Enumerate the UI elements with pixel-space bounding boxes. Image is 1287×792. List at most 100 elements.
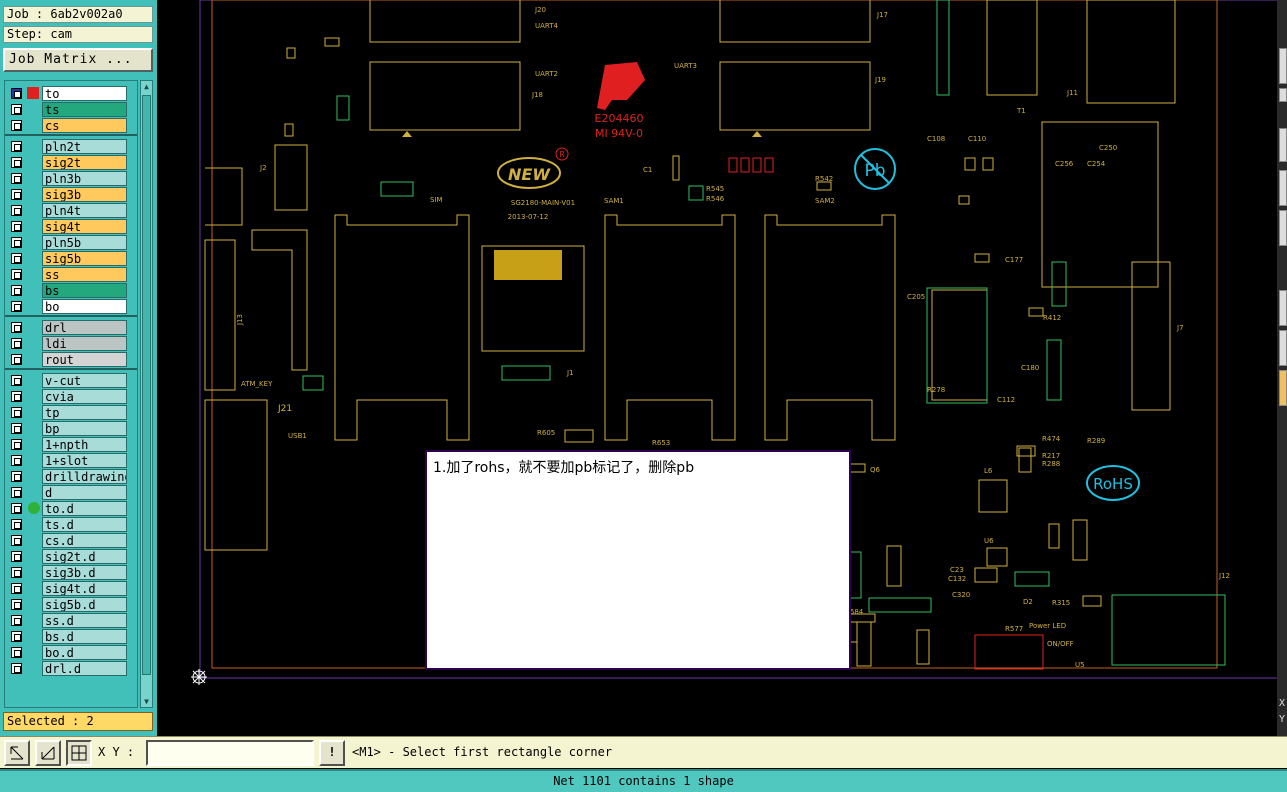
layer-list-scrollbar[interactable]: ▲ ▼ <box>140 80 153 708</box>
layer-toggle-checkbox[interactable] <box>11 423 22 434</box>
grid-tool-button[interactable] <box>66 740 92 766</box>
layer-toggle-checkbox[interactable] <box>11 471 22 482</box>
layer-row[interactable]: pln3b <box>5 170 137 186</box>
layer-label[interactable]: rout <box>42 352 127 367</box>
layer-row[interactable]: sig4t <box>5 218 137 234</box>
layer-toggle-checkbox[interactable] <box>11 487 22 498</box>
layer-toggle-checkbox[interactable] <box>11 285 22 296</box>
right-tool-button[interactable] <box>1279 290 1287 326</box>
right-tool-button[interactable] <box>1279 170 1287 206</box>
layer-toggle-checkbox[interactable] <box>11 455 22 466</box>
layer-row[interactable]: bs.d <box>5 628 137 644</box>
layer-row[interactable]: ts <box>5 101 137 117</box>
layer-label[interactable]: ss.d <box>42 613 127 628</box>
layer-toggle-checkbox[interactable] <box>11 237 22 248</box>
layer-row[interactable]: v-cut <box>5 372 137 388</box>
right-tool-button[interactable] <box>1279 48 1287 84</box>
layer-row[interactable]: bs <box>5 282 137 298</box>
layer-label[interactable]: bo <box>42 299 127 314</box>
layer-toggle-checkbox[interactable] <box>11 583 22 594</box>
layer-toggle-checkbox[interactable] <box>11 104 22 115</box>
layer-row[interactable]: pln2t <box>5 138 137 154</box>
layer-toggle-checkbox[interactable] <box>11 647 22 658</box>
layer-label[interactable]: 1+slot <box>42 453 127 468</box>
layer-label[interactable]: bp <box>42 421 127 436</box>
layer-row[interactable]: ts.d <box>5 516 137 532</box>
layer-label[interactable]: ts <box>42 102 127 117</box>
layer-toggle-checkbox[interactable] <box>11 615 22 626</box>
job-matrix-button[interactable]: Job Matrix ... <box>3 48 153 72</box>
layer-row[interactable]: ldi <box>5 335 137 351</box>
layer-row[interactable]: tp <box>5 404 137 420</box>
right-tool-button[interactable] <box>1279 330 1287 366</box>
layer-row[interactable]: sig2t <box>5 154 137 170</box>
right-tool-button[interactable] <box>1279 88 1287 102</box>
xy-coordinate-input[interactable] <box>146 740 314 766</box>
layer-toggle-checkbox[interactable] <box>11 663 22 674</box>
layer-label[interactable]: pln5b <box>42 235 127 250</box>
layer-label[interactable]: pln3b <box>42 171 127 186</box>
layer-toggle-checkbox[interactable] <box>11 322 22 333</box>
layer-row[interactable]: bo.d <box>5 644 137 660</box>
layer-label[interactable]: sig2t.d <box>42 549 127 564</box>
note-popup[interactable]: 1.加了rohs，就不要加pb标记了，删除pb <box>425 450 851 670</box>
layer-label[interactable]: bs.d <box>42 629 127 644</box>
layer-row[interactable]: pln4t <box>5 202 137 218</box>
warning-icon[interactable]: ! <box>319 740 345 766</box>
layer-toggle-checkbox[interactable] <box>11 269 22 280</box>
layer-label[interactable]: ss <box>42 267 127 282</box>
layer-toggle-checkbox[interactable] <box>11 189 22 200</box>
layer-label[interactable]: drl.d <box>42 661 127 676</box>
layer-row[interactable]: ss.d <box>5 612 137 628</box>
layer-label[interactable]: to.d <box>42 501 127 516</box>
layer-label[interactable]: sig5b <box>42 251 127 266</box>
layer-toggle-checkbox[interactable] <box>11 221 22 232</box>
layer-label[interactable]: to <box>42 86 127 101</box>
layer-row[interactable]: rout <box>5 351 137 367</box>
layer-row[interactable]: drl.d <box>5 660 137 676</box>
layer-label[interactable]: sig4t.d <box>42 581 127 596</box>
layer-toggle-checkbox[interactable] <box>11 141 22 152</box>
layer-toggle-checkbox[interactable] <box>11 338 22 349</box>
layer-row[interactable]: sig2t.d <box>5 548 137 564</box>
layer-label[interactable]: pln2t <box>42 139 127 154</box>
layer-label[interactable]: cvia <box>42 389 127 404</box>
scroll-up-arrow-icon[interactable]: ▲ <box>144 82 149 91</box>
layer-label[interactable]: pln4t <box>42 203 127 218</box>
layer-toggle-checkbox[interactable] <box>11 301 22 312</box>
scroll-down-arrow-icon[interactable]: ▼ <box>144 697 149 706</box>
layer-row[interactable]: cvia <box>5 388 137 404</box>
layer-toggle-checkbox[interactable] <box>11 503 22 514</box>
layer-label[interactable]: bs <box>42 283 127 298</box>
layer-label[interactable]: d <box>42 485 127 500</box>
layer-toggle-checkbox[interactable] <box>11 205 22 216</box>
layer-row[interactable]: bp <box>5 420 137 436</box>
layer-label[interactable]: sig2t <box>42 155 127 170</box>
layer-toggle-checkbox[interactable] <box>11 551 22 562</box>
layer-toggle-checkbox[interactable] <box>11 88 22 99</box>
layer-row[interactable]: sig5b.d <box>5 596 137 612</box>
layer-toggle-checkbox[interactable] <box>11 375 22 386</box>
layer-row[interactable]: to <box>5 85 137 101</box>
layer-toggle-checkbox[interactable] <box>11 253 22 264</box>
layer-label[interactable]: tp <box>42 405 127 420</box>
layer-toggle-checkbox[interactable] <box>11 120 22 131</box>
right-tool-button[interactable] <box>1279 128 1287 162</box>
measure-tool-button[interactable] <box>35 740 61 766</box>
layer-label[interactable]: sig3b <box>42 187 127 202</box>
layer-row[interactable]: sig5b <box>5 250 137 266</box>
layer-label[interactable]: sig5b.d <box>42 597 127 612</box>
layer-row[interactable]: cs <box>5 117 137 133</box>
layer-row[interactable]: sig3b <box>5 186 137 202</box>
layer-row[interactable]: 1+slot <box>5 452 137 468</box>
layer-label[interactable]: sig4t <box>42 219 127 234</box>
layer-label[interactable]: cs.d <box>42 533 127 548</box>
layer-toggle-checkbox[interactable] <box>11 173 22 184</box>
layer-label[interactable]: drl <box>42 320 127 335</box>
layer-label[interactable]: 1+npth <box>42 437 127 452</box>
layer-toggle-checkbox[interactable] <box>11 407 22 418</box>
layer-toggle-checkbox[interactable] <box>11 439 22 450</box>
layer-label[interactable]: v-cut <box>42 373 127 388</box>
layer-label[interactable]: ldi <box>42 336 127 351</box>
right-tool-button[interactable] <box>1279 210 1287 246</box>
